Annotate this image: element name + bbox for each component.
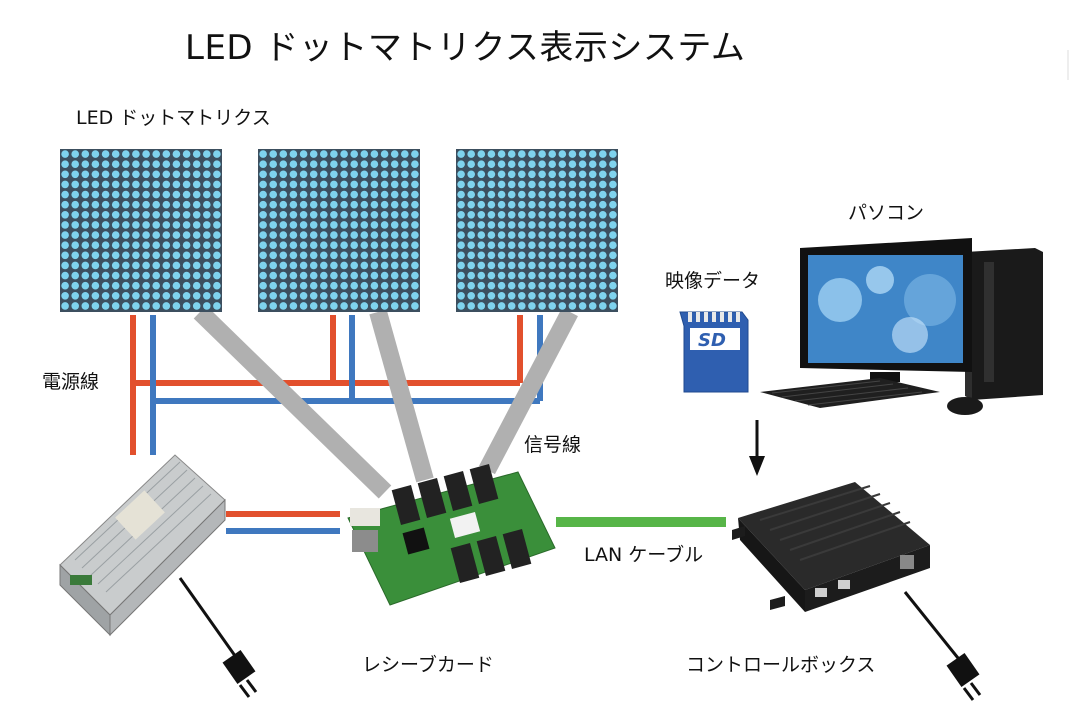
desktop-pc-icon — [760, 238, 1043, 415]
power-supply-icon — [59, 454, 226, 637]
led-matrix-panel-1 — [60, 149, 222, 312]
signal-line-label: 信号線 — [524, 434, 582, 456]
sd-card-icon: SD — [679, 311, 749, 393]
video-data-label: 映像データ — [665, 270, 761, 292]
page-title: LED ドットマトリクス表示システム — [185, 28, 746, 68]
sd-card-text: SD — [698, 330, 726, 351]
power-wires — [130, 315, 543, 534]
signal-wires — [193, 305, 578, 499]
arrow-down-icon — [749, 420, 765, 476]
power-plug-icon — [903, 591, 982, 701]
lan-cable-label: LAN ケーブル — [584, 544, 704, 566]
pc-label: パソコン — [848, 202, 925, 224]
power-plug-icon — [178, 577, 258, 698]
control-box-label: コントロールボックス — [686, 654, 876, 676]
edge-divider — [1067, 50, 1069, 80]
power-line-label: 電源線 — [42, 371, 100, 393]
receiver-card-icon — [347, 464, 556, 606]
control-box-icon — [732, 482, 930, 612]
receiver-card-label: レシーブカード — [362, 654, 494, 676]
led-matrix-panel-3 — [456, 149, 618, 312]
led-matrix-panel-2 — [258, 149, 420, 312]
led-matrix-label: LED ドットマトリクス — [76, 107, 271, 129]
